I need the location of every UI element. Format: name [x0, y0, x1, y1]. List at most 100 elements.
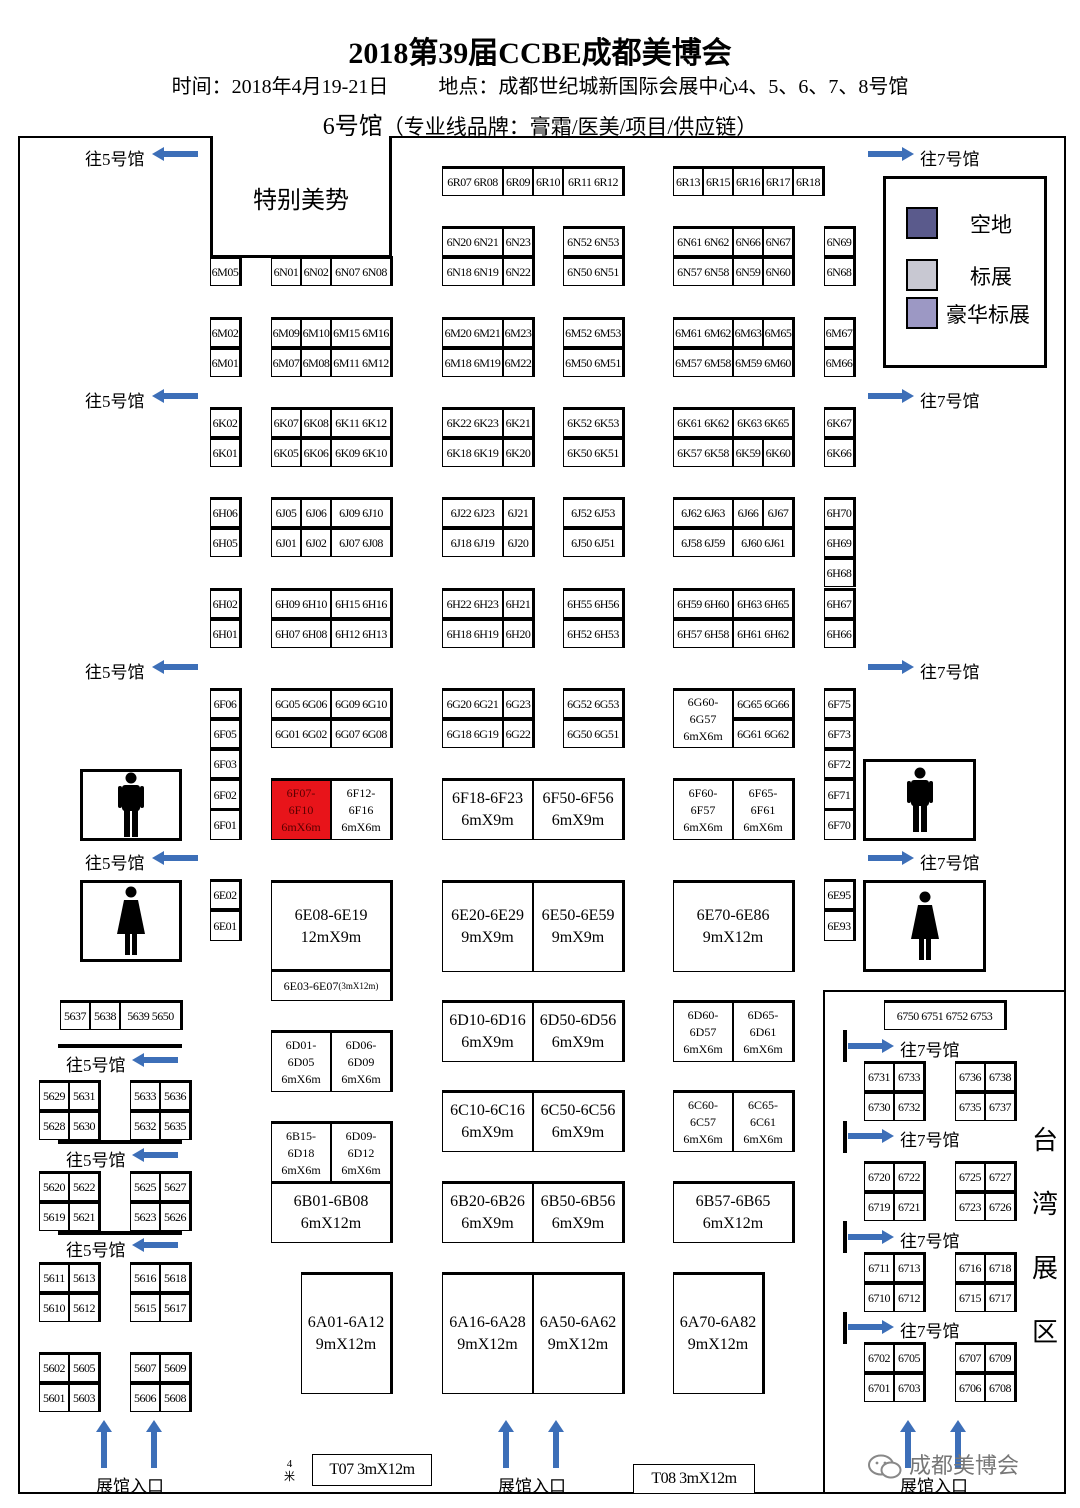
booth[interactable]: 6J22 6J23 — [442, 497, 505, 527]
booth[interactable]: 6705 — [894, 1342, 926, 1372]
booth[interactable]: 6M08 — [301, 347, 333, 377]
booth[interactable]: 5616 — [130, 1262, 162, 1292]
booth[interactable]: 6707 — [955, 1342, 987, 1372]
booth[interactable]: 5606 — [130, 1382, 162, 1412]
booth[interactable]: 5638 — [90, 1000, 122, 1030]
booth[interactable]: 6E95 — [824, 879, 856, 909]
booth-T08[interactable]: T08 3mX12m — [633, 1464, 755, 1494]
booth[interactable]: 6H12 6H13 — [331, 618, 393, 648]
booth[interactable]: 6717 — [985, 1282, 1017, 1312]
booth[interactable]: 6K08 — [301, 407, 333, 437]
booth[interactable]: 6703 — [894, 1372, 926, 1402]
booth[interactable]: 6M50 6M51 — [563, 347, 625, 377]
booth[interactable]: 6K20 — [503, 437, 535, 467]
booth[interactable]: 6G65 6G66 — [733, 688, 795, 718]
booth[interactable]: 5620 — [39, 1171, 71, 1201]
booth[interactable]: 6735 — [955, 1091, 987, 1121]
booth[interactable]: 6731 — [864, 1061, 896, 1091]
booth[interactable]: 5630 — [69, 1110, 101, 1140]
booth[interactable]: 5603 — [69, 1382, 101, 1412]
booth[interactable]: 6K22 6K23 — [442, 407, 505, 437]
booth[interactable]: 5622 — [69, 1171, 101, 1201]
booth[interactable]: 6M63 — [733, 317, 765, 347]
booth[interactable]: 6K57 6K58 — [673, 437, 735, 467]
booth[interactable]: 6F73 — [824, 718, 856, 748]
booth[interactable]: 6721 — [894, 1191, 926, 1221]
booth[interactable]: 6H22 6H23 — [442, 588, 505, 618]
booth[interactable]: 6F75 — [824, 688, 856, 718]
booth[interactable]: 6R17 — [763, 166, 795, 196]
booth[interactable]: 6M67 — [824, 317, 856, 347]
booth[interactable]: 6G09 6G10 — [331, 688, 393, 718]
booth[interactable]: 6738 — [985, 1061, 1017, 1091]
booth[interactable]: 6H21 — [503, 588, 535, 618]
booth[interactable]: 6R18 — [793, 166, 825, 196]
booth[interactable]: 6711 — [864, 1252, 896, 1282]
booth[interactable]: 6J07 6J08 — [331, 527, 393, 557]
booth[interactable]: 6M23 — [503, 317, 535, 347]
booth[interactable]: 5613 — [69, 1262, 101, 1292]
booth[interactable]: 6H02 — [210, 588, 242, 618]
booth[interactable]: 6718 — [985, 1252, 1017, 1282]
booth[interactable]: 6J05 — [271, 497, 303, 527]
booth[interactable]: 6G50 6G51 — [563, 718, 625, 748]
booth[interactable]: 6K21 — [503, 407, 535, 437]
booth[interactable]: 6K09 6K10 — [331, 437, 393, 467]
booth[interactable]: 6G61 6G62 — [733, 718, 795, 748]
booth[interactable]: 6N50 6N51 — [563, 256, 625, 286]
booth[interactable]: 5605 — [69, 1352, 101, 1382]
booth[interactable]: 6N52 6N53 — [563, 226, 625, 256]
booth[interactable]: 6K63 6K65 — [733, 407, 795, 437]
booth[interactable]: 6R16 — [733, 166, 765, 196]
booth[interactable]: 6M66 — [824, 347, 856, 377]
booth[interactable]: 6H68 — [824, 557, 856, 587]
booth[interactable]: 6N18 6N19 — [442, 256, 505, 286]
booth[interactable]: 6K59 — [733, 437, 765, 467]
booth[interactable]: 6H59 6H60 — [673, 588, 735, 618]
booth[interactable]: 6730 — [864, 1091, 896, 1121]
booth[interactable]: 6M52 6M53 — [563, 317, 625, 347]
booth[interactable]: 6H57 6H58 — [673, 618, 735, 648]
booth[interactable]: 6K18 6K19 — [442, 437, 505, 467]
booth[interactable]: 6H66 — [824, 618, 856, 648]
booth[interactable]: 6E01 — [210, 909, 242, 941]
booth[interactable]: 5615 — [130, 1292, 162, 1322]
booth[interactable]: 6J09 6J10 — [331, 497, 393, 527]
booth[interactable]: 6G07 6G08 — [331, 718, 393, 748]
booth[interactable]: 5623 — [130, 1201, 162, 1231]
booth[interactable]: 6R15 — [703, 166, 735, 196]
booth[interactable]: 6R10 — [533, 166, 565, 196]
booth[interactable]: 5631 — [69, 1080, 101, 1110]
booth[interactable]: 6713 — [894, 1252, 926, 1282]
booth[interactable]: 5636 — [160, 1080, 192, 1110]
booth[interactable]: 6J50 6J51 — [563, 527, 625, 557]
booth[interactable]: 5629 — [39, 1080, 71, 1110]
booth[interactable]: 6736 — [955, 1061, 987, 1091]
booth[interactable]: 6N68 — [824, 256, 856, 286]
booth[interactable]: 6J02 — [301, 527, 333, 557]
booth[interactable]: 5618 — [160, 1262, 192, 1292]
booth[interactable]: 5609 — [160, 1352, 192, 1382]
booth[interactable]: 6702 — [864, 1342, 896, 1372]
booth[interactable]: 6N69 — [824, 226, 856, 256]
booth[interactable]: 5625 — [130, 1171, 162, 1201]
booth[interactable]: 6H61 6H62 — [733, 618, 795, 648]
booth[interactable]: 5601 — [39, 1382, 71, 1412]
booth[interactable]: 5607 — [130, 1352, 162, 1382]
booth[interactable]: 6J21 — [503, 497, 535, 527]
booth[interactable]: 6N02 — [301, 256, 333, 286]
booth[interactable]: 6F01 — [210, 808, 242, 840]
booth[interactable]: 6M59 6M60 — [733, 347, 795, 377]
